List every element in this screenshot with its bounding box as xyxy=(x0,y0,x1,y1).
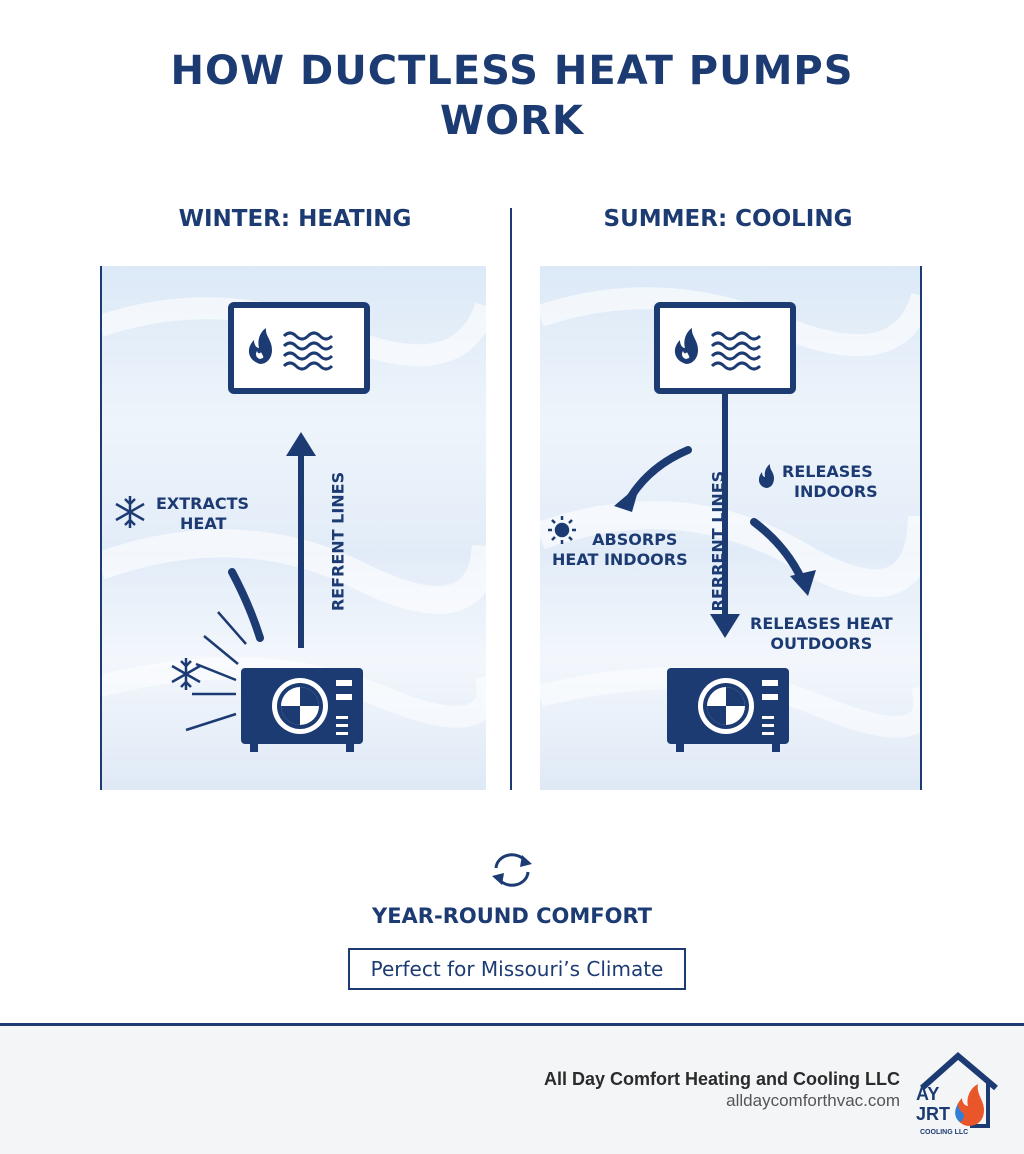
flame-icon xyxy=(674,328,698,364)
climate-tagline: Perfect for Missouri’s Climate xyxy=(348,948,686,990)
incoming-air-arrows xyxy=(185,611,247,732)
title-line-1: HOW DUCTLESS HEAT PUMPS xyxy=(170,48,854,94)
sun-icon xyxy=(548,516,576,544)
releases-indoors-label: RELEASES INDOORS xyxy=(764,462,878,502)
releases-outdoors-label: RELEASES HEAT OUTDOORS xyxy=(750,614,893,654)
releases-out-line-2: OUTDOORS xyxy=(770,634,873,653)
outdoor-unit xyxy=(667,668,789,752)
indoor-unit xyxy=(228,302,370,394)
footer xyxy=(0,1026,1024,1154)
logo-text-1: AY xyxy=(916,1084,939,1104)
company-name: All Day Comfort Heating and Cooling LLC xyxy=(544,1069,900,1089)
absorbs-line-2: HEAT INDOORS xyxy=(552,550,688,569)
releases-in-line-2: INDOORS xyxy=(794,482,878,501)
releases-out-line-1: RELEASES HEAT xyxy=(750,614,893,633)
heat-waves-icon xyxy=(710,331,762,371)
flame-icon-small xyxy=(758,464,774,488)
extracts-line-2: HEAT xyxy=(180,514,227,533)
year-round-heading: YEAR-ROUND COMFORT xyxy=(372,904,652,928)
footer-divider xyxy=(0,1023,1024,1026)
absorbs-line-1: ABSORPS xyxy=(592,530,678,549)
winter-diagram xyxy=(100,266,486,790)
refrigerant-lines-label: RERRENT LINES xyxy=(708,470,728,612)
snowflake-icon xyxy=(115,496,145,528)
refrigerant-arrow-up xyxy=(286,432,316,648)
title-line-2: WORK xyxy=(440,98,584,144)
summer-panel: ABSORPS HEAT INDOORS RERRENT LINES RELEA… xyxy=(540,266,922,790)
heat-waves-icon xyxy=(282,331,334,371)
company-website[interactable]: alldaycomforthvac.com xyxy=(726,1091,900,1110)
extracts-heat-label: EXTRACTS HEAT xyxy=(156,494,249,534)
center-divider xyxy=(510,208,512,790)
snowflake-icon-2 xyxy=(171,658,201,690)
logo-text-3: COOLING LLC xyxy=(920,1129,968,1136)
cycle-arrows-icon xyxy=(492,853,532,887)
winter-heading: WINTER: HEATING xyxy=(178,206,412,232)
refrigerant-arrow-down xyxy=(710,394,740,638)
absorbs-heat-label: ABSORPS HEAT INDOORS xyxy=(552,530,688,570)
page-title: HOW DUCTLESS HEAT PUMPS WORK xyxy=(0,46,1024,146)
logo-text-2: JRT xyxy=(916,1104,950,1124)
house-logo-icon: AY JRT COOLING LLC xyxy=(916,1052,998,1136)
refrigerant-lines-label: REFRENT LINES xyxy=(328,471,348,612)
releases-in-line-1: RELEASES xyxy=(782,462,873,481)
summer-heading: SUMMER: COOLING xyxy=(603,206,853,232)
extracts-line-1: EXTRACTS xyxy=(156,494,250,513)
summer-diagram xyxy=(540,266,922,790)
outdoor-unit xyxy=(241,668,363,752)
flame-icon xyxy=(248,328,272,364)
indoor-unit xyxy=(654,302,796,394)
winter-panel: EXTRACTS HEAT REFRENT LINES xyxy=(100,266,486,790)
